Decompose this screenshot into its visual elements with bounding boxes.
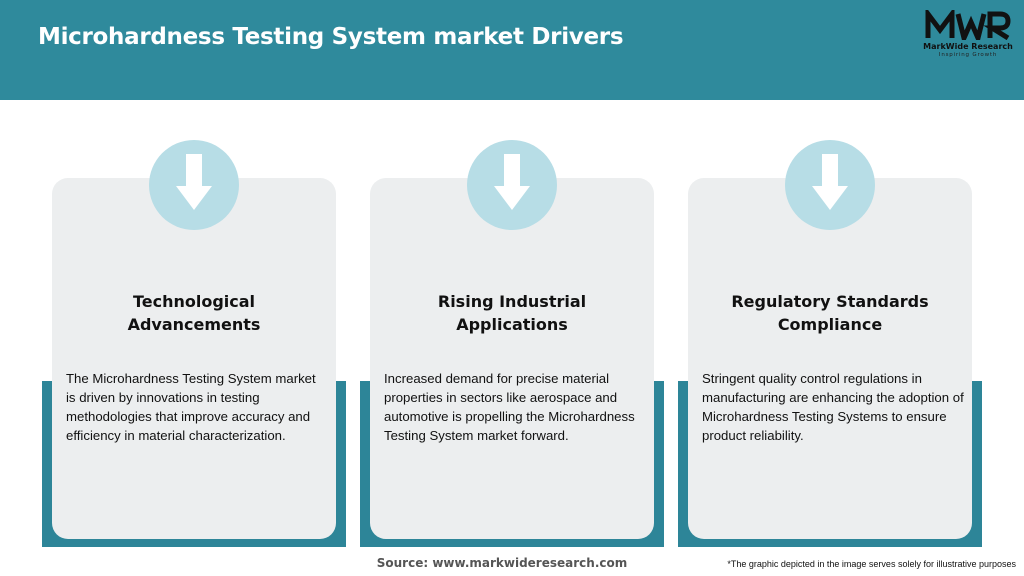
header-banner: Microhardness Testing System market Driv… [0,0,1024,100]
driver-card-industrial: Rising Industrial Applications Increased… [360,140,674,548]
card-icon-circle [785,140,875,230]
card-icon-circle [149,140,239,230]
card-body: Rising Industrial Applications Increased… [370,178,654,539]
card-description: Stringent quality control regulations in… [702,371,964,443]
card-icon-circle [467,140,557,230]
card-title: Rising Industrial Applications [437,292,587,334]
card-title: Regulatory Standards Compliance [731,292,929,334]
card-title: Technological Advancements [127,292,261,334]
disclaimer-note: *The graphic depicted in the image serve… [727,559,1016,569]
mwr-logo-icon [925,10,1011,40]
arrow-down-icon [812,154,848,210]
card-description: The Microhardness Testing System market … [66,371,316,443]
brand-logo: MarkWide Research Inspiring Growth [918,10,1018,60]
logo-name: MarkWide Research [923,42,1013,51]
arrow-down-icon [176,154,212,210]
card-description: Increased demand for precise material pr… [384,371,635,443]
logo-tagline: Inspiring Growth [938,52,998,58]
arrow-down-icon [494,154,530,210]
page-title: Microhardness Testing System market Driv… [38,24,624,50]
driver-card-regulatory: Regulatory Standards Compliance Stringen… [678,140,992,548]
card-body: Regulatory Standards Compliance Stringen… [688,178,972,539]
card-body: Technological Advancements The Microhard… [52,178,336,539]
source-credit: Source: www.markwideresearch.com [376,556,628,570]
driver-card-technological: Technological Advancements The Microhard… [42,140,356,548]
